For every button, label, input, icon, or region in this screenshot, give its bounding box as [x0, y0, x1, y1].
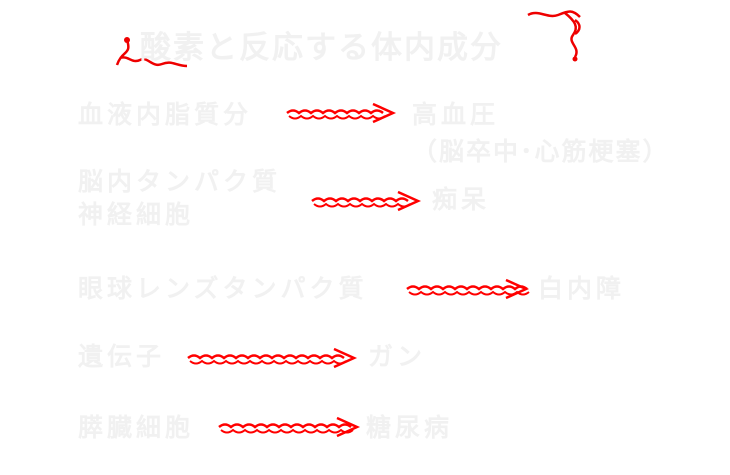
- arrow-shaft: [189, 359, 347, 365]
- result-diabetes: 糖尿病: [366, 413, 454, 442]
- arrow-head: [505, 278, 530, 300]
- arrow-shaft: [220, 428, 354, 434]
- source-nerve-cells: 神経細胞: [78, 200, 195, 229]
- source-pancreas-cells: 膵臓細胞: [78, 413, 195, 442]
- arrow-icon: [218, 416, 361, 438]
- result-hypertension: 高血圧: [412, 100, 500, 129]
- arrow-icon: [286, 102, 397, 124]
- arrow-shaft: [313, 202, 411, 208]
- arrow-head: [397, 190, 422, 212]
- arrow-icon: [311, 190, 422, 212]
- arrow-icon: [406, 278, 530, 300]
- arrow-shaft: [406, 285, 528, 291]
- source-genes: 遺伝子: [78, 342, 166, 371]
- arrow-shaft: [187, 354, 345, 360]
- result-cancer: ガン: [368, 342, 427, 371]
- arrow-head: [372, 102, 397, 124]
- arrow-shaft: [218, 423, 352, 429]
- arrow-head: [333, 347, 358, 369]
- arrow-icon: [187, 347, 358, 369]
- source-lens-protein: 眼球レンズタンパク質: [78, 274, 368, 303]
- result-cataract: 白内障: [538, 274, 626, 303]
- corner-ornament-right: [527, 10, 581, 62]
- arrow-shaft: [311, 197, 409, 203]
- corner-ornament-left: [115, 37, 188, 68]
- page-title: 酸素と反応する体内成分: [140, 30, 503, 66]
- arrow-head: [336, 416, 361, 438]
- result-note: （脳卒中･心筋梗塞）: [412, 137, 670, 166]
- arrow-shaft: [408, 290, 530, 296]
- arrow-shaft: [288, 114, 386, 120]
- source-blood-lipids: 血液内脂質分: [78, 100, 253, 129]
- result-dementia: 痴呆: [432, 185, 491, 214]
- source-brain-protein: 脳内タンパク質: [78, 167, 282, 196]
- arrow-shaft: [286, 109, 384, 115]
